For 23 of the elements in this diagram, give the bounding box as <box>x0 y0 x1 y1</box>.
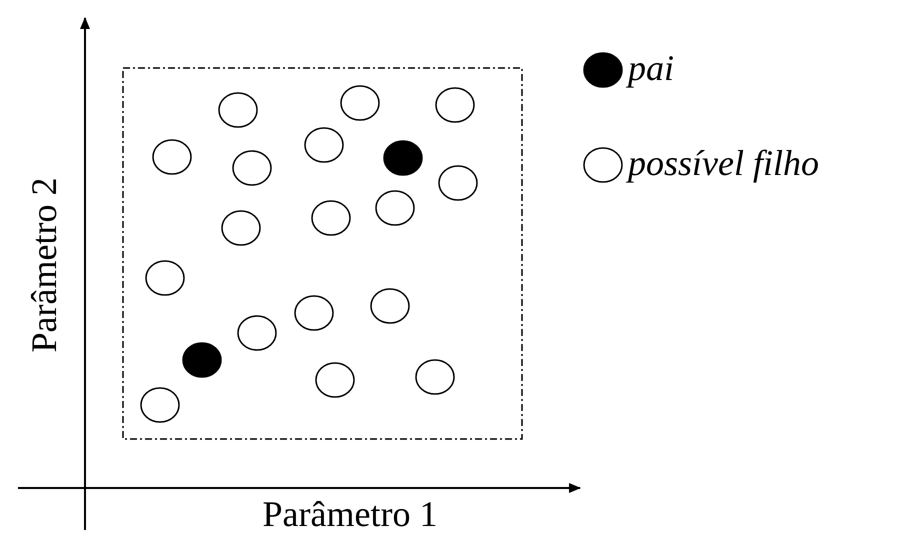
hollow-circle <box>311 200 351 236</box>
hollow-circle <box>152 139 192 175</box>
hollow-circle <box>435 87 475 123</box>
axis-label: Parâmetro 2 <box>24 178 64 352</box>
hollow-circle <box>237 315 277 351</box>
hollow-circle <box>304 127 344 163</box>
hollow-circle <box>415 359 455 395</box>
hollow-circle <box>221 210 261 246</box>
filled-circle <box>182 342 222 378</box>
hollow-circle <box>140 387 180 423</box>
axis-label: Parâmetro 1 <box>262 494 438 534</box>
hollow-circle <box>232 150 272 186</box>
hollow-circle <box>218 92 258 128</box>
hollow-circle <box>145 260 185 296</box>
hollow-circle <box>315 362 355 398</box>
hollow-circle <box>438 165 478 201</box>
hollow-circle <box>375 190 415 226</box>
legend-label: pai <box>628 48 674 88</box>
hollow-circle <box>294 295 334 331</box>
legend-label: possível filho <box>628 143 819 183</box>
hollow-circle <box>370 288 410 324</box>
filled-circle <box>383 140 423 176</box>
hollow-circle <box>340 85 380 121</box>
